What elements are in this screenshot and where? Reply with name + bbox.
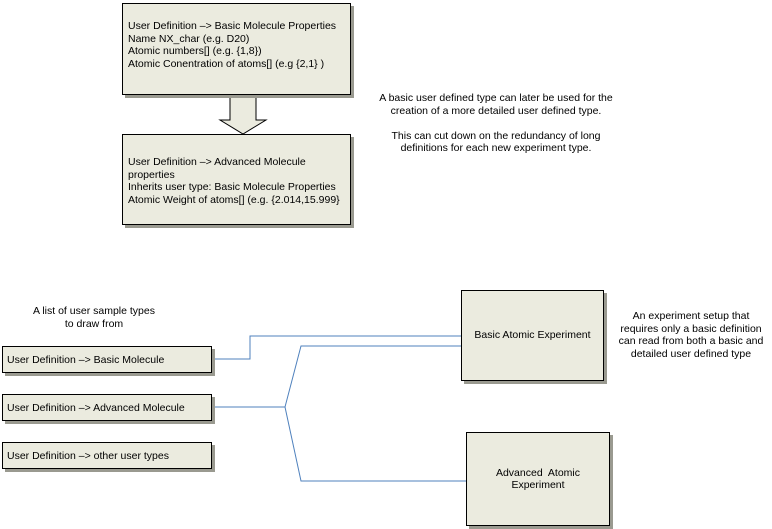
inheritance-note-line: definitions for each new experiment type… <box>400 142 592 154</box>
inheritance-note-line <box>364 117 628 130</box>
basic-properties-atomic-numbers: Atomic numbers[] (e.g. {1,8}) <box>128 45 262 57</box>
connector-advanced-molecule-to-basic-experiment <box>284 345 461 408</box>
sample-type-other: User Definition –> other user types <box>2 442 212 469</box>
sample-type-label: User Definition –> other user types <box>7 450 169 462</box>
advanced-atomic-experiment-box: Advanced Atomic Experiment <box>466 432 610 526</box>
advanced-experiment-label: Advanced Atomic <box>495 466 581 479</box>
basic-properties-name: Name NX_char (e.g. D20) <box>128 32 250 45</box>
sample-type-basic-molecule: User Definition –> Basic Molecule <box>2 346 212 373</box>
connector-advanced-molecule-to-advanced-experiment <box>284 406 466 482</box>
advanced-properties-title-cont: properties <box>128 168 175 181</box>
experiment-note-line: An experiment setup that <box>632 310 750 322</box>
inheritance-arrow <box>218 94 268 135</box>
sample-list-note-line: A list of user sample types <box>33 305 155 317</box>
sample-type-advanced-molecule: User Definition –> Advanced Molecule <box>2 394 212 421</box>
advanced-properties-title: User Definition –> Advanced Molecule <box>128 156 306 168</box>
inheritance-note: A basic user defined type can later be u… <box>364 92 628 155</box>
basic-atomic-experiment-box: Basic Atomic Experiment <box>461 290 604 381</box>
basic-experiment-label: Basic Atomic Experiment <box>474 329 591 342</box>
sample-list-note-line: to draw from <box>64 317 124 330</box>
advanced-experiment-label: Experiment <box>511 479 565 491</box>
inheritance-note-line: creation of a more detailed user defined… <box>390 104 602 117</box>
basic-properties-title: User Definition –> Basic Molecule Proper… <box>128 20 337 32</box>
sample-type-label: User Definition –> Basic Molecule <box>7 354 165 366</box>
connector-basic-molecule-to-basic-experiment <box>212 335 461 360</box>
advanced-properties-atomic-weight: Atomic Weight of atoms[] (e.g. {2.014,15… <box>128 193 340 206</box>
basic-molecule-properties-box: User Definition –> Basic Molecule Proper… <box>122 3 351 95</box>
sample-type-label: User Definition –> Advanced Molecule <box>7 402 185 414</box>
experiment-note-line: requires only a basic definition <box>620 322 762 335</box>
advanced-molecule-properties-box: User Definition –> Advanced Molecule pro… <box>122 134 351 225</box>
sample-list-note: A list of user sample types to draw from <box>14 305 174 330</box>
experiment-note-line: detailed user defined type <box>630 347 752 360</box>
experiment-note-line: can read from both a basic and <box>618 335 764 347</box>
experiment-note: An experiment setup that requires only a… <box>612 310 770 360</box>
basic-properties-concentration: Atomic Conentration of atoms[] (e.g {2,1… <box>128 57 325 70</box>
advanced-properties-inherits: Inherits user type: Basic Molecule Prope… <box>128 181 336 193</box>
inheritance-note-line: A basic user defined type can later be u… <box>379 92 613 104</box>
inheritance-note-line: This can cut down on the redundancy of l… <box>391 129 601 142</box>
